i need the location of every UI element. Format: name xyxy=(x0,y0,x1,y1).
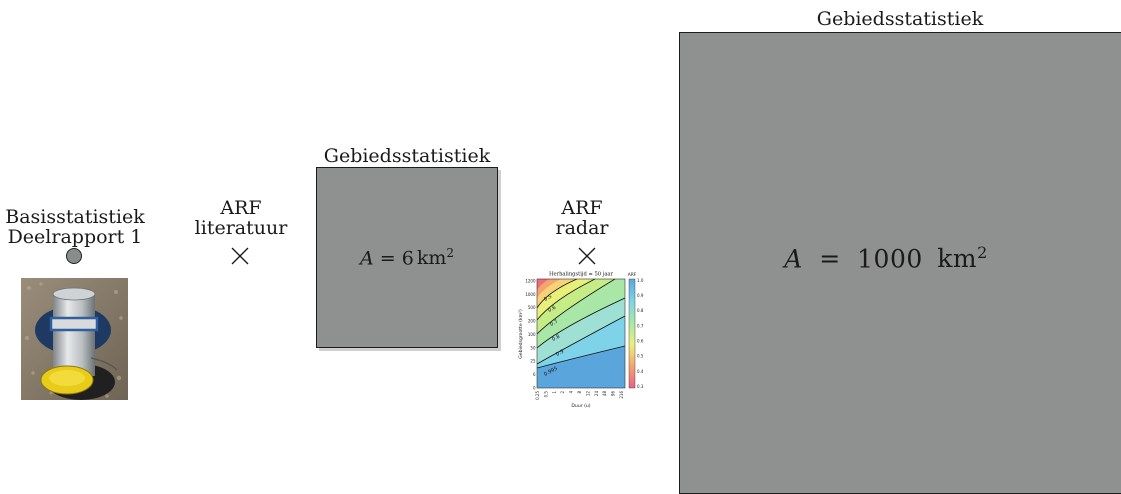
point-marker-icon xyxy=(66,248,82,264)
radar-chart-ylabel: Gebiedsgrootte (km²) xyxy=(518,309,524,359)
rain-gauge-photo xyxy=(21,278,128,400)
contour-fills xyxy=(537,279,625,388)
colorbar-tick-label: 0.5 xyxy=(637,354,644,359)
cross-marker-icon xyxy=(578,247,596,265)
colorbar-tick-label: 0.8 xyxy=(637,308,644,313)
y-tick-label: 500 xyxy=(528,305,536,310)
x-tick-label: 1 xyxy=(552,391,557,394)
basis-title-line2: Deelrapport 1 xyxy=(7,226,143,248)
small-area-title: Gebiedsstatistiek xyxy=(323,145,491,167)
small-area-value: 6 xyxy=(401,247,414,270)
y-tick-label: 1200 xyxy=(525,278,536,283)
x-tick-label: 24 xyxy=(594,391,599,397)
small-area-unit: km xyxy=(416,247,447,270)
arf-radar-line2: radar xyxy=(555,217,609,239)
colorbar-tick-label: 0.4 xyxy=(637,369,644,374)
arf-literature-title: ARF literatuur xyxy=(176,198,306,238)
small-area-exp: 2 xyxy=(446,245,454,260)
colorbar-tick-label: 0.9 xyxy=(637,293,644,298)
large-area-var: A xyxy=(784,244,803,274)
arf-radar-line1: ARF xyxy=(561,197,603,219)
y-tick-label: 50 xyxy=(530,345,536,350)
y-tick-label: 6 xyxy=(533,372,536,377)
colorbar-tick-label: 0.6 xyxy=(637,338,644,343)
large-area-exp: 2 xyxy=(977,242,988,262)
small-area-var: A xyxy=(359,247,374,270)
arf-literature-line2: literatuur xyxy=(194,217,288,239)
large-area-box: A = 1000 km2 xyxy=(679,32,1121,494)
x-tick-label: 4 xyxy=(569,391,574,394)
contour-label: 0.5 xyxy=(543,294,553,303)
y-tick-label: 200 xyxy=(528,319,536,324)
x-tick-label: 12 xyxy=(585,391,590,397)
basis-statistics-title: Basisstatistiek Deelrapport 1 xyxy=(0,207,150,247)
large-area-title: Gebiedsstatistiek xyxy=(816,8,984,30)
y-tick-label: 100 xyxy=(528,332,536,337)
radar-chart-title: Herhalingstijd = 50 jaar xyxy=(549,272,614,278)
small-area-eq: = xyxy=(379,247,396,270)
colorbar-title: ARF xyxy=(628,272,637,278)
large-area-value: 1000 xyxy=(857,244,923,274)
colorbar xyxy=(628,278,636,389)
contour-label: 0.6 xyxy=(547,305,557,314)
large-area-formula: A = 1000 km2 xyxy=(784,243,988,273)
y-tick-label: 25 xyxy=(530,359,536,364)
x-tick-label: 216 xyxy=(619,391,624,399)
contour-label: 0.7 xyxy=(549,319,559,328)
x-tick-label: 0.5 xyxy=(543,391,548,398)
arf-literature-line1: ARF xyxy=(220,197,262,219)
x-tick-label: 0.25 xyxy=(535,391,540,400)
contour-label: 0.9 xyxy=(555,349,565,358)
contour-label: 0.8 xyxy=(551,334,561,343)
x-tick-label: 48 xyxy=(602,391,607,397)
y-tick-label: 0 xyxy=(533,385,536,390)
large-area-eq: = xyxy=(819,244,841,274)
y-tick-label: 1000 xyxy=(525,292,536,297)
x-tick-label: 8 xyxy=(577,391,582,394)
colorbar-tick-label: 0.7 xyxy=(637,323,644,328)
arf-radar-title: ARF radar xyxy=(530,198,634,238)
basis-title-line1: Basisstatistiek xyxy=(5,206,145,228)
colorbar-tick-label: 0.3 xyxy=(637,384,644,389)
cross-marker-icon xyxy=(231,247,249,265)
colorbar-tick-label: 1.0 xyxy=(637,278,644,283)
x-tick-label: 2 xyxy=(560,391,565,394)
large-area-unit: km xyxy=(937,244,978,274)
radar-chart-xlabel: Duur (u) xyxy=(571,403,590,409)
x-tick-label: 96 xyxy=(611,391,616,397)
